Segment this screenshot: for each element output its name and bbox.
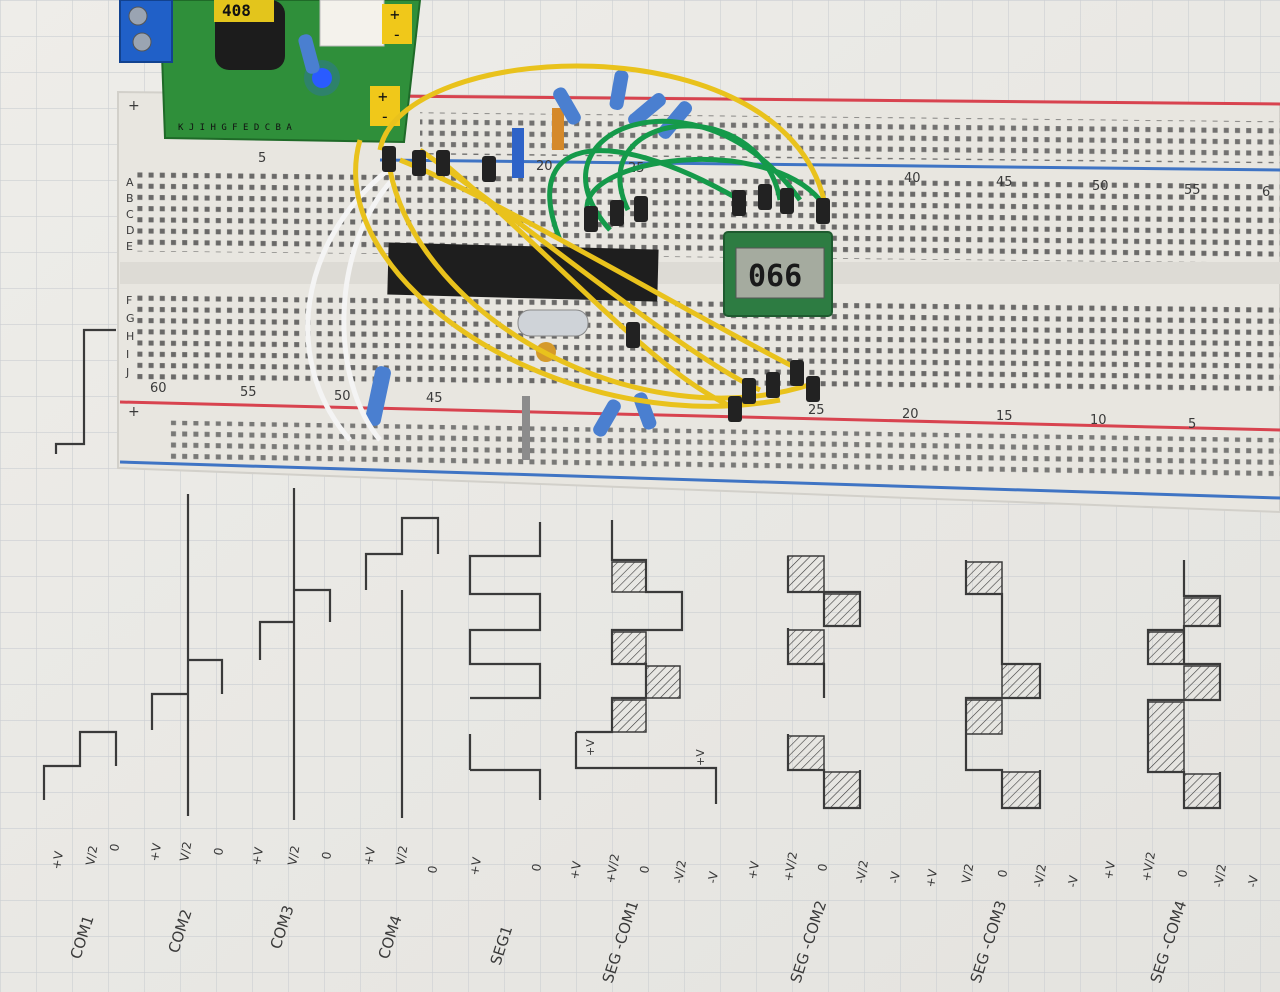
voltage-label: V/2 <box>177 841 194 863</box>
hatched-regions <box>611 555 1221 809</box>
row-letter: H <box>126 330 134 343</box>
voltage-label: V/2 <box>393 845 410 867</box>
column-number: 50 <box>334 389 351 404</box>
column-number: 55 <box>1184 183 1201 198</box>
voltage-label: V/2 <box>83 845 100 867</box>
column-number: 40 <box>904 171 921 186</box>
row-letter: C <box>126 208 134 221</box>
lcd-digits: 066 <box>748 259 802 294</box>
voltage-label: 0 <box>995 869 1010 879</box>
top-blue-rail <box>379 158 1280 172</box>
voltage-label: +V <box>249 845 266 866</box>
column-number: 5 <box>1188 417 1196 432</box>
column-number: 5 <box>258 151 266 166</box>
voltage-label: 0 <box>425 865 440 875</box>
voltage-label: +V <box>1101 859 1118 880</box>
bottom-blue-rail <box>119 460 1280 500</box>
module-label: 408 <box>222 1 251 20</box>
voltage-label: +V <box>49 849 66 870</box>
com2-waveform <box>150 494 224 816</box>
voltage-label: +V <box>745 859 762 880</box>
plus-marking: + <box>390 5 400 24</box>
green-wires <box>547 118 822 241</box>
com4-waveform <box>364 516 440 818</box>
voltage-label: 0 <box>1175 869 1190 879</box>
wire-plugs <box>382 146 830 422</box>
rail-mark: + <box>128 404 140 420</box>
column-number: 45 <box>996 175 1013 190</box>
voltage-label: +V/2 <box>781 851 800 883</box>
seg-com1-waveform <box>574 520 718 804</box>
column-number: 55 <box>240 385 257 400</box>
com1-waveform <box>42 730 118 800</box>
voltage-label: 0 <box>529 863 544 873</box>
blue-capacitor <box>512 128 524 178</box>
row-letter: D <box>126 224 134 237</box>
row-letter: B <box>126 192 134 205</box>
voltage-label: -V <box>1065 874 1081 889</box>
terminal-block <box>119 0 173 63</box>
column-number: 45 <box>426 391 443 406</box>
voltage-label: 0 <box>107 843 122 853</box>
voltage-label: 0 <box>815 863 830 873</box>
voltage-label: -V/2 <box>1211 863 1229 889</box>
voltage-label: +V <box>147 841 164 862</box>
annotation: +V <box>694 749 707 766</box>
voltage-label: 0 <box>319 851 334 861</box>
minus-marking: - <box>380 107 390 126</box>
voltage-label: -V <box>705 870 721 885</box>
voltage-label: -V/2 <box>853 859 871 885</box>
connector-housing <box>319 0 385 47</box>
voltage-label: +V <box>361 845 378 866</box>
column-number: 50 <box>1092 179 1109 194</box>
annotation: +V <box>584 739 597 756</box>
metal-header-pin <box>522 396 530 460</box>
rail-mark: + <box>128 98 140 114</box>
row-letter: F <box>126 294 132 307</box>
voltage-label: +V <box>467 855 484 876</box>
power-led <box>312 68 332 88</box>
voltage-label: -V <box>1245 874 1261 889</box>
voltage-label: +V/2 <box>1139 851 1158 883</box>
plus-minus-tag <box>382 4 412 44</box>
white-wire <box>341 178 394 442</box>
voltage-label: V/2 <box>285 845 302 867</box>
voltage-label: 0 <box>211 847 226 857</box>
crystal-oscillator <box>517 309 589 337</box>
power-module: 408 + - + - K J I H G F E D C B A <box>119 0 422 144</box>
row-letter: A <box>126 176 134 189</box>
module-row-letters: K J I H G F E D C B A <box>178 123 292 133</box>
bottom-red-rail <box>119 400 1280 432</box>
column-number: 20 <box>536 159 553 174</box>
column-number: 15 <box>996 409 1013 424</box>
lcd-module: 066 <box>723 231 833 317</box>
column-number: 6 <box>1262 185 1270 200</box>
voltage-label: V/2 <box>959 863 976 885</box>
voltage-label: -V/2 <box>671 859 689 885</box>
column-number: 10 <box>1090 413 1107 428</box>
row-letter: G <box>126 312 135 325</box>
orange-capacitor <box>552 108 564 150</box>
row-letter: I <box>126 348 129 361</box>
column-number: 60 <box>150 381 167 396</box>
voltage-label: +V <box>923 867 940 888</box>
voltage-label: +V <box>567 859 584 880</box>
breadboard: A B C D E F G H I J 5 20 25 40 45 50 55 … <box>117 90 1280 514</box>
voltage-label: -V/2 <box>1031 863 1049 889</box>
voltage-label: +V/2 <box>603 853 622 885</box>
voltage-label: -V <box>887 870 903 885</box>
minus-marking: - <box>392 25 402 44</box>
row-letter: E <box>126 240 133 253</box>
column-number: 20 <box>902 407 919 422</box>
top-red-rail <box>379 94 1280 106</box>
row-letter: J <box>125 366 129 379</box>
com3-waveform <box>258 488 332 820</box>
column-number: 25 <box>808 403 825 418</box>
voltage-label: 0 <box>637 865 652 875</box>
plus-marking: + <box>378 87 388 106</box>
seg1-waveform <box>468 522 542 800</box>
